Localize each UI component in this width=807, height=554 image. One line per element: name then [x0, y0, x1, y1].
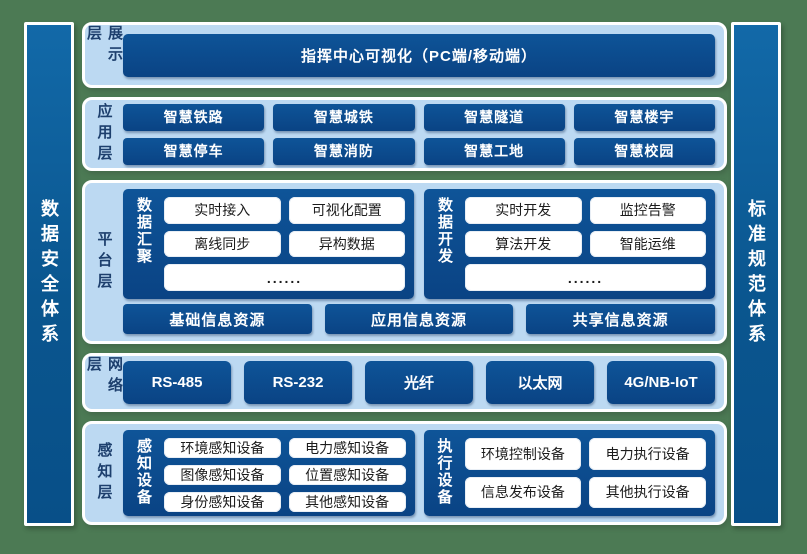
app-item: 智慧城铁	[273, 103, 415, 131]
platform-item: 实时开发	[465, 197, 582, 224]
platform-item: 异构数据	[288, 230, 405, 258]
command-center-bar: 指挥中心可视化（PC端/移动端）	[123, 33, 715, 77]
app-item: 智慧楼宇	[573, 103, 715, 131]
data-security-sidebar: 数据安全体系	[24, 22, 74, 526]
actuator-devices-group: 执行设备 环境控制设备 电力执行设备 信息发布设备 其他执行设备	[423, 430, 715, 516]
platform-item: 实时接入	[164, 197, 281, 224]
data-development-grid: 实时开发 监控告警 算法开发 智能运维 ......	[465, 197, 706, 291]
standards-label: 标准规范体系	[746, 199, 766, 349]
platform-item: 算法开发	[465, 230, 582, 258]
app-item: 智慧工地	[423, 137, 565, 165]
protocol-item: 以太网	[486, 361, 594, 404]
network-layer-label: 网络层	[85, 356, 123, 398]
network-layer-panel: 网络层 RS-485 RS-232 光纤 以太网 4G/NB-IoT	[82, 353, 727, 412]
sensing-devices-grid: 环境感知设备 电力感知设备 图像感知设备 位置感知设备 身份感知设备 其他感知设…	[164, 438, 406, 512]
platform-item-more: ......	[164, 264, 405, 291]
display-layer-label: 展示层	[85, 25, 123, 67]
perception-layer-label: 感知层	[95, 441, 113, 505]
protocol-item: RS-232	[244, 361, 352, 404]
platform-item-more: ......	[465, 264, 706, 291]
platform-layer-panel: 平台层 数据汇聚 实时接入 可视化配置 离线同步 异构数据 ......	[82, 180, 727, 344]
data-aggregation-grid: 实时接入 可视化配置 离线同步 异构数据 ......	[164, 197, 405, 291]
standards-sidebar: 标准规范体系	[731, 22, 781, 526]
application-layer-panel: 应用层 智慧铁路 智慧城铁 智慧隧道 智慧楼宇 智慧停车 智慧消防 智慧工地 智…	[82, 97, 727, 171]
device-item: 电力感知设备	[288, 438, 406, 458]
platform-item: 监控告警	[589, 197, 706, 224]
data-development-title: 数据开发	[436, 197, 453, 265]
platform-item: 离线同步	[164, 230, 281, 258]
perception-layer-panel: 感知层 感知设备 环境感知设备 电力感知设备 图像感知设备 位置感知设备 身份感…	[82, 421, 727, 525]
device-item: 位置感知设备	[288, 465, 406, 485]
app-item: 智慧隧道	[423, 103, 565, 131]
resource-row: 基础信息资源 应用信息资源 共享信息资源	[123, 304, 716, 334]
display-layer-panel: 展示层 指挥中心可视化（PC端/移动端）	[82, 22, 727, 88]
platform-item: 可视化配置	[288, 197, 405, 224]
app-item: 智慧校园	[573, 137, 715, 165]
protocol-item: RS-485	[123, 361, 231, 404]
sensing-devices-title: 感知设备	[135, 438, 152, 506]
device-item: 环境控制设备	[464, 438, 582, 470]
app-item: 智慧消防	[273, 137, 415, 165]
device-item: 身份感知设备	[164, 492, 281, 512]
actuator-devices-grid: 环境控制设备 电力执行设备 信息发布设备 其他执行设备	[464, 438, 706, 508]
perception-layer-content: 感知设备 环境感知设备 电力感知设备 图像感知设备 位置感知设备 身份感知设备 …	[123, 424, 724, 522]
data-aggregation-title: 数据汇聚	[135, 197, 152, 265]
app-item: 智慧铁路	[123, 103, 265, 131]
device-item: 其他感知设备	[288, 492, 406, 512]
data-development-group: 数据开发 实时开发 监控告警 算法开发 智能运维 ......	[424, 189, 715, 299]
network-layer-content: RS-485 RS-232 光纤 以太网 4G/NB-IoT	[123, 356, 724, 409]
device-item: 环境感知设备	[164, 438, 281, 458]
resource-bar: 应用信息资源	[324, 304, 514, 334]
data-security-label: 数据安全体系	[39, 199, 59, 349]
display-layer-content: 指挥中心可视化（PC端/移动端）	[123, 25, 724, 85]
resource-bar: 共享信息资源	[526, 304, 716, 334]
protocol-item: 光纤	[365, 361, 473, 404]
platform-layer-label: 平台层	[95, 230, 113, 294]
protocol-item: 4G/NB-IoT	[607, 361, 715, 404]
device-item: 图像感知设备	[164, 465, 281, 485]
device-item: 信息发布设备	[464, 476, 582, 508]
application-layer-label: 应用层	[95, 102, 113, 166]
application-layer-content: 智慧铁路 智慧城铁 智慧隧道 智慧楼宇 智慧停车 智慧消防 智慧工地 智慧校园	[123, 100, 724, 168]
resource-bar: 基础信息资源	[123, 304, 312, 334]
application-grid: 智慧铁路 智慧城铁 智慧隧道 智慧楼宇 智慧停车 智慧消防 智慧工地 智慧校园	[123, 100, 715, 168]
network-row: RS-485 RS-232 光纤 以太网 4G/NB-IoT	[123, 356, 715, 409]
platform-groups: 数据汇聚 实时接入 可视化配置 离线同步 异构数据 ...... 数据开发 实时…	[123, 189, 715, 299]
app-item: 智慧停车	[123, 137, 265, 165]
actuator-devices-title: 执行设备	[435, 438, 453, 506]
layer-stack: 展示层 指挥中心可视化（PC端/移动端） 应用层 智慧铁路 智慧城铁 智慧隧道 …	[82, 22, 727, 526]
data-aggregation-group: 数据汇聚 实时接入 可视化配置 离线同步 异构数据 ......	[123, 189, 414, 299]
sensing-devices-group: 感知设备 环境感知设备 电力感知设备 图像感知设备 位置感知设备 身份感知设备 …	[123, 430, 415, 516]
platform-layer-content: 数据汇聚 实时接入 可视化配置 离线同步 异构数据 ...... 数据开发 实时…	[123, 183, 724, 341]
platform-item: 智能运维	[589, 230, 706, 258]
device-item: 电力执行设备	[589, 438, 706, 470]
device-item: 其他执行设备	[589, 476, 706, 508]
